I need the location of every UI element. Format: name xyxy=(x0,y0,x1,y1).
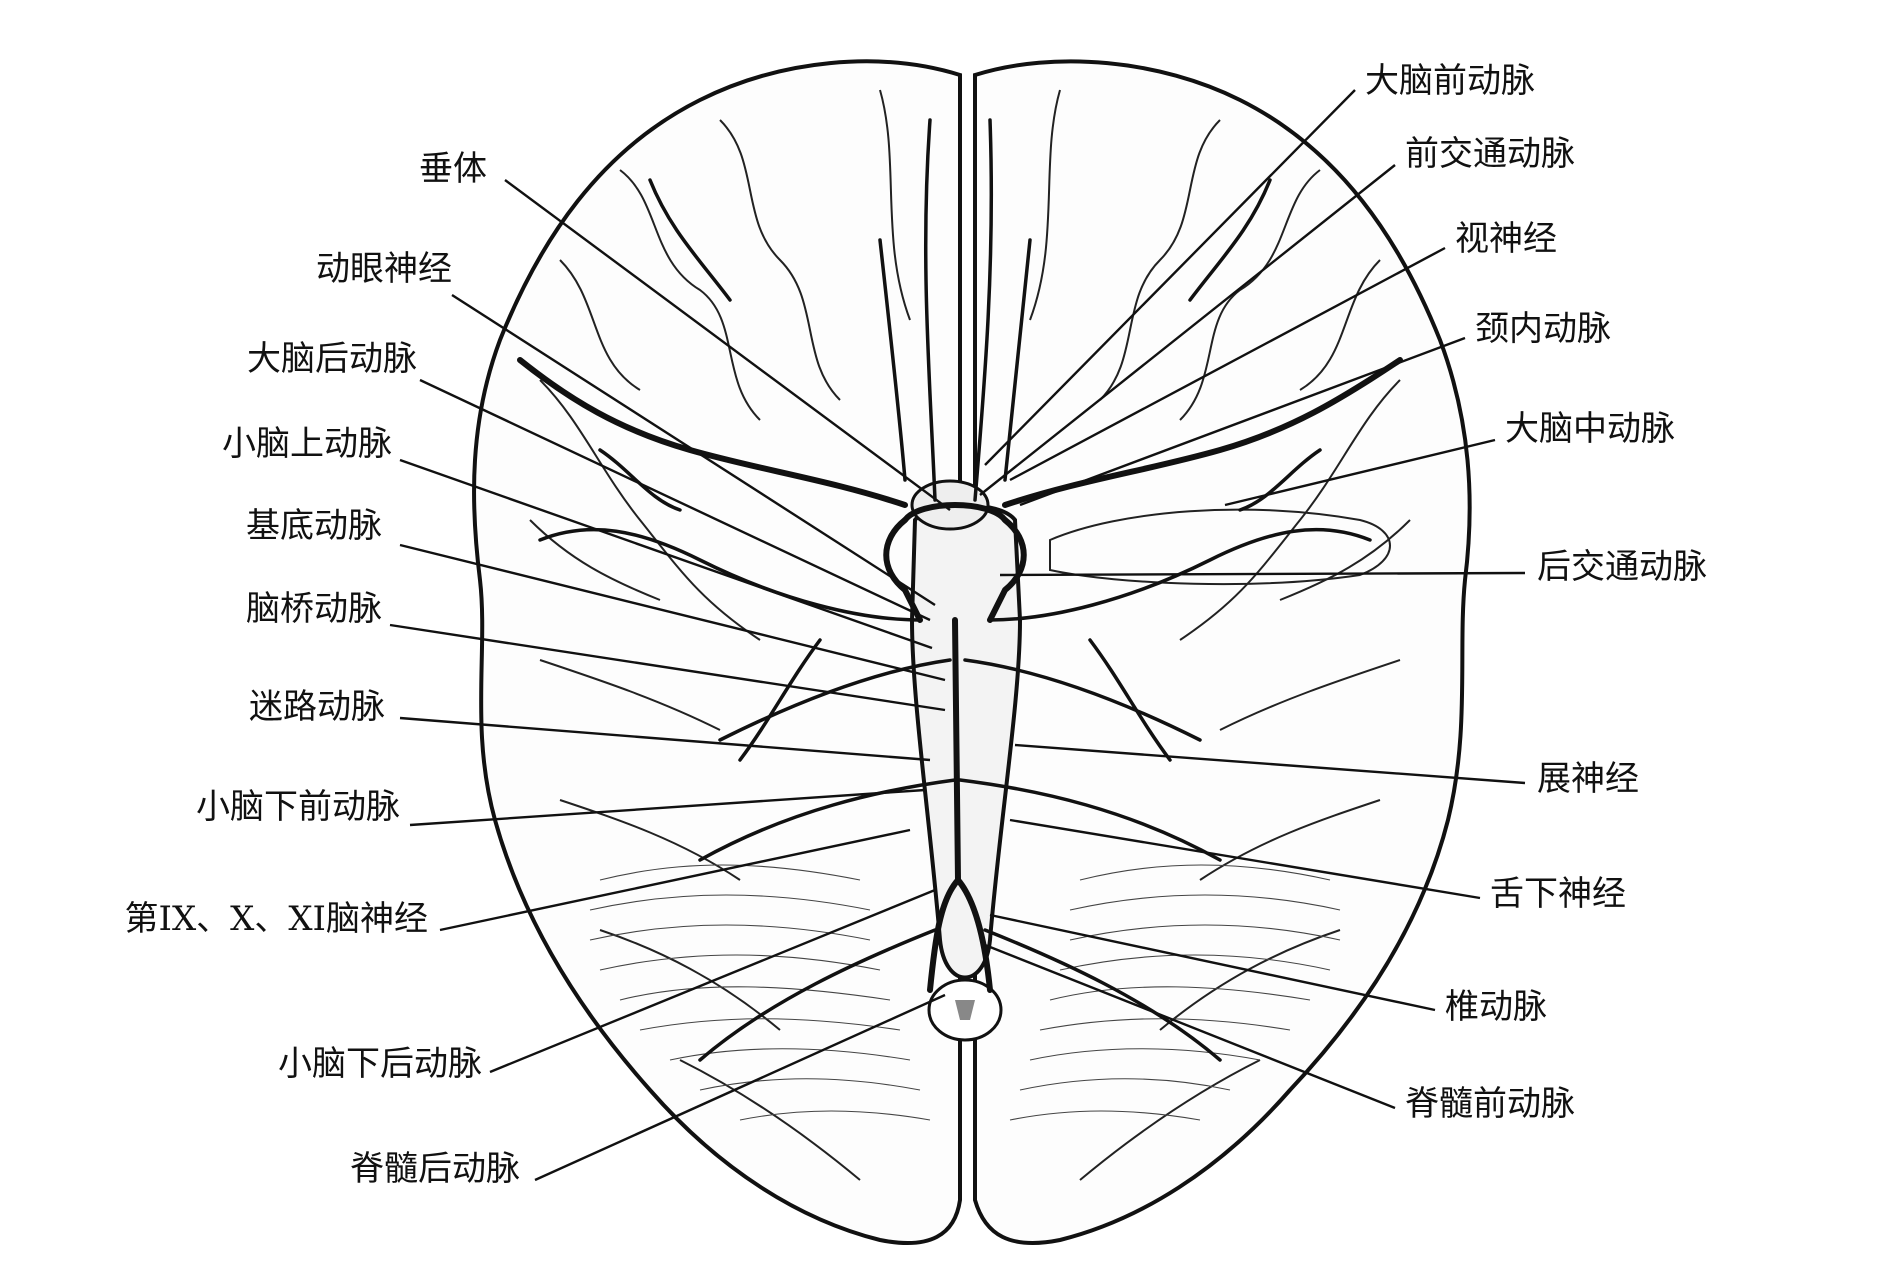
left-cerebellum-hatching xyxy=(589,864,931,1121)
right-hemisphere xyxy=(973,59,1472,1246)
label-superior-cerebellar-artery: 小脑上动脉 xyxy=(222,424,392,464)
leader-lines xyxy=(389,89,1526,1182)
label-posterior-spinal-artery: 脊髓后动脉 xyxy=(350,1149,520,1189)
label-abducens-nerve: 展神经 xyxy=(1537,759,1639,799)
label-anterior-spinal-artery: 脊髓前动脉 xyxy=(1405,1084,1575,1124)
brainstem xyxy=(909,503,1023,980)
left-hemisphere xyxy=(472,59,962,1246)
label-anterior-cerebral-artery: 大脑前动脉 xyxy=(1365,61,1535,101)
label-posterior-inferior-cerebellar-artery: 小脑下后动脉 xyxy=(278,1044,482,1084)
arterial-network xyxy=(517,118,1403,1062)
label-internal-carotid-artery: 颈内动脉 xyxy=(1475,309,1611,349)
label-posterior-cerebral-artery: 大脑后动脉 xyxy=(247,339,417,379)
label-optic-nerve: 视神经 xyxy=(1455,219,1557,259)
label-anterior-inferior-cerebellar-artery: 小脑下前动脉 xyxy=(196,787,400,827)
label-middle-cerebral-artery: 大脑中动脉 xyxy=(1505,409,1675,449)
label-pituitary: 垂体 xyxy=(419,149,487,189)
right-cerebellum-hatching xyxy=(1009,864,1341,1121)
labels-left: 垂体 动眼神经 大脑后动脉 小脑上动脉 基底动脉 脑桥动脉 迷路动脉 小脑下前动… xyxy=(125,149,520,1189)
label-vertebral-artery: 椎动脉 xyxy=(1445,987,1547,1027)
label-anterior-communicating-artery: 前交通动脉 xyxy=(1405,134,1575,174)
label-hypoglossal-nerve: 舌下神经 xyxy=(1490,874,1626,914)
label-basilar-artery: 基底动脉 xyxy=(246,506,382,546)
label-oculomotor-nerve: 动眼神经 xyxy=(316,249,452,289)
optic-nerve-left xyxy=(878,238,907,482)
label-pontine-arteries: 脑桥动脉 xyxy=(246,589,382,629)
labels-right: 大脑前动脉 前交通动脉 视神经 颈内动脉 大脑中动脉 后交通动脉 展神经 舌下神… xyxy=(1365,61,1707,1124)
label-posterior-communicating-artery: 后交通动脉 xyxy=(1537,547,1707,587)
brain-illustration xyxy=(472,59,1472,1246)
label-cranial-nerves-ix-x-xi: 第IX、X、XI脑神经 xyxy=(125,899,428,939)
optic-nerve-right xyxy=(1003,238,1032,482)
label-labyrinthine-artery: 迷路动脉 xyxy=(249,687,385,727)
